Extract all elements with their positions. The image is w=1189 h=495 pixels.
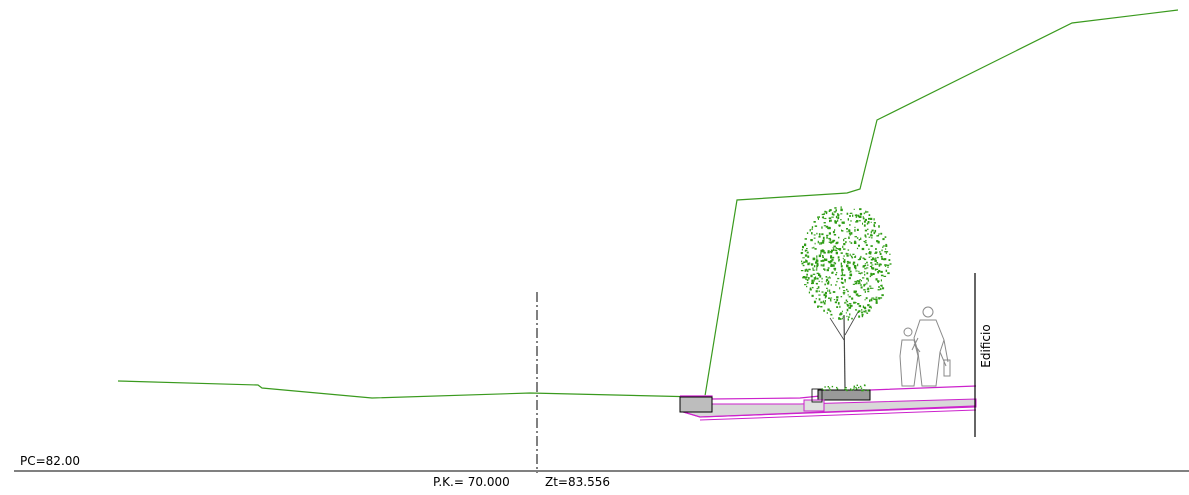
building-label: Edificio xyxy=(979,324,993,368)
pedestrians-icon xyxy=(899,306,951,387)
planter-box xyxy=(817,389,871,401)
chainage-label: P.K.= 70.000 xyxy=(433,475,510,489)
tree-icon xyxy=(800,206,892,392)
terrain-profile-line xyxy=(117,9,1179,399)
terrain-elevation-label: Zt=83.556 xyxy=(545,475,610,489)
reference-level-label: PC=82.00 xyxy=(20,454,81,468)
curb-block xyxy=(679,396,713,413)
pavement-section xyxy=(679,385,977,437)
